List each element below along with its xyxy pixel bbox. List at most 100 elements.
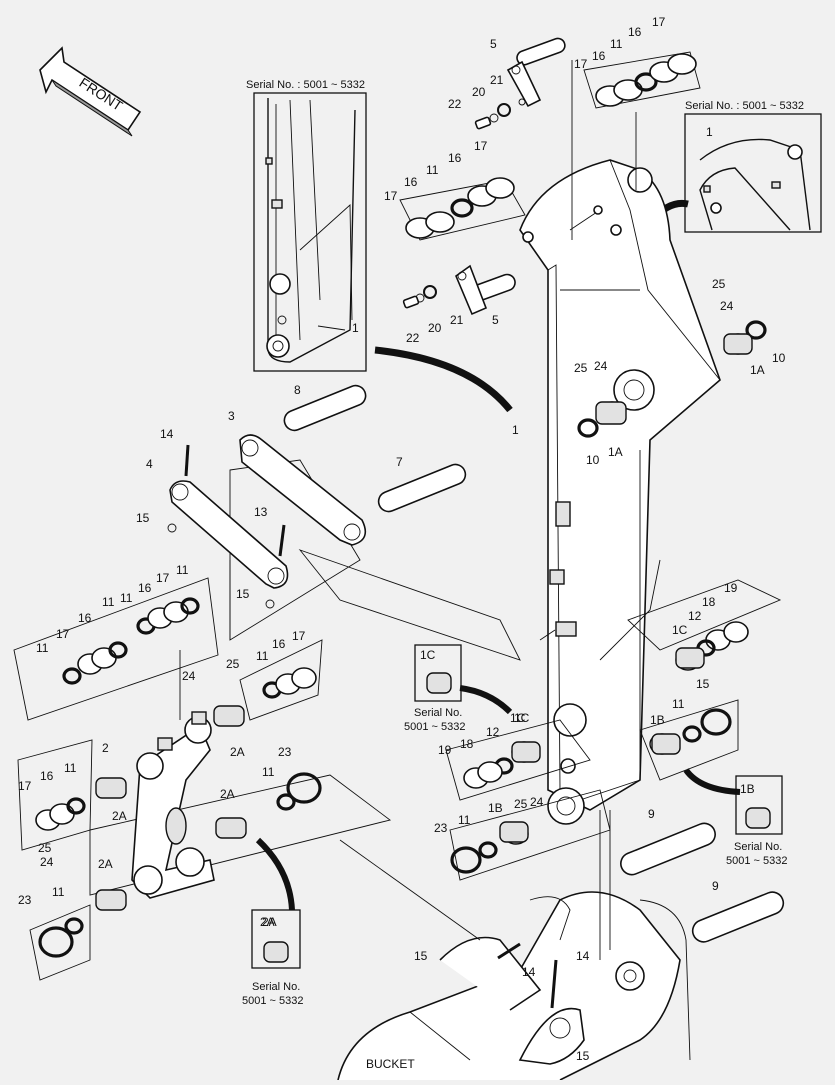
callout-label: 11 [64,761,77,775]
callout-label: 25 [226,657,240,671]
callout-label: 7 [396,455,403,469]
serial-box-2a: 2A Serial No. 5001 ~ 5332 [242,909,303,1007]
callout-label: 2A [112,809,127,823]
callout-label: 11 [36,641,49,655]
callout-label: 16 [272,637,286,651]
upper-pin-assembly [402,37,566,316]
callout-label: 11 [458,813,471,827]
callout-label: 19 [438,743,452,757]
link-assembly [167,384,467,609]
callout-label: 16 [138,581,152,595]
callout-label: 2A [230,745,245,759]
guide-link [95,705,247,911]
callout-label: 18 [460,737,474,751]
svg-text:Serial No.: Serial No. [734,841,782,853]
callout-label: 24 [530,795,544,809]
callout-label: 25 [574,361,588,375]
callout-label: 18 [702,595,716,609]
callout-label: 24 [182,669,196,683]
callout-label: 5 [492,313,499,327]
callout-label: 21 [490,73,504,87]
boom-detail-box-left: Serial No. : 5001 ~ 5332 [246,79,367,372]
callout-label: 17 [652,15,666,29]
callout-label: 25 [712,277,726,291]
callout-label: 1C [672,623,688,637]
callout-label: 9 [648,807,655,821]
callout-label: 25 [514,797,528,811]
callout-label: 20 [472,85,486,99]
callout-label: 1 [352,321,359,335]
callout-label: 24 [720,299,734,313]
callout-label: 1 [706,125,713,139]
callout-label: 1B [650,713,665,727]
callout-label: 22 [448,97,462,111]
svg-text:2A: 2A [260,915,275,929]
callout-label: 12 [486,725,500,739]
callout-label: 8 [294,383,301,397]
serial-label-right: Serial No. : 5001 ~ 5332 [685,100,804,112]
bucket: BUCKET [337,891,691,1081]
callout-label: 11 [256,649,269,663]
callout-label: 2 [102,741,109,755]
callout-label: 2A [98,857,113,871]
callout-label: 15 [576,1049,590,1063]
svg-text:Serial No.: Serial No. [252,981,300,993]
callout-label: 15 [414,949,428,963]
callout-label: 12 [688,609,702,623]
callout-label: 11 [52,885,65,899]
callout-label: 11 [176,563,189,577]
svg-text:5001 ~ 5332: 5001 ~ 5332 [242,995,303,1007]
callout-label: 16 [448,151,462,165]
callout-label: 14 [522,965,536,979]
callout-label: 21 [450,313,464,327]
callout-label: 10 [772,351,786,365]
callout-label: 25 [38,841,52,855]
callout-label: 1C [514,711,530,725]
callout-label: 17 [574,57,588,71]
svg-text:Serial No.: Serial No. [414,707,462,719]
callout-label: 1 [512,423,519,437]
guide-lines [179,60,741,960]
callout-label: 24 [40,855,54,869]
callout-label: 15 [696,677,710,691]
svg-text:1B: 1B [740,782,755,796]
boom-detail-box-right: Serial No. : 5001 ~ 5332 [649,100,822,233]
callout-label: 11 [610,37,623,51]
callout-label: 11 [120,591,133,605]
callout-label: 14 [160,427,174,441]
callout-label: 15 [136,511,150,525]
callout-label: 20 [428,321,442,335]
callout-label: 16 [628,25,642,39]
callout-label: 14 [576,949,590,963]
callout-label: 11 [262,765,275,779]
callout-label: 24 [594,359,608,373]
callout-label: 15 [236,587,250,601]
callout-label: 23 [18,893,32,907]
callout-label: 17 [384,189,398,203]
callout-label: 19 [724,581,738,595]
callout-label: 16 [40,769,54,783]
serial-box-1c-tag: 1C [420,648,436,662]
callout-label: 9 [712,879,719,893]
front-arrow: FRONT [39,46,142,137]
bucket-label: BUCKET [366,1057,415,1071]
callout-label: 23 [278,745,292,759]
callout-label: 23 [434,821,448,835]
bucket-pins [620,822,785,943]
callout-label: 17 [56,627,70,641]
serial-label-left: Serial No. : 5001 ~ 5332 [246,79,365,91]
callout-label: 1A [750,363,765,377]
callout-label: 13 [254,505,268,519]
callout-label: 17 [156,571,170,585]
callout-label: 1B [488,801,503,815]
callout-label: 17 [292,629,306,643]
serial-box-1b: 1B Serial No. 5001 ~ 5332 [726,775,787,867]
callout-label: 17 [474,139,488,153]
callout-label: 5 [490,37,497,51]
callout-label: 11 [672,697,685,711]
callout-label: 3 [228,409,235,423]
callout-label: 16 [78,611,92,625]
serial-box-1c: 1C Serial No. 5001 ~ 5332 [404,644,465,733]
